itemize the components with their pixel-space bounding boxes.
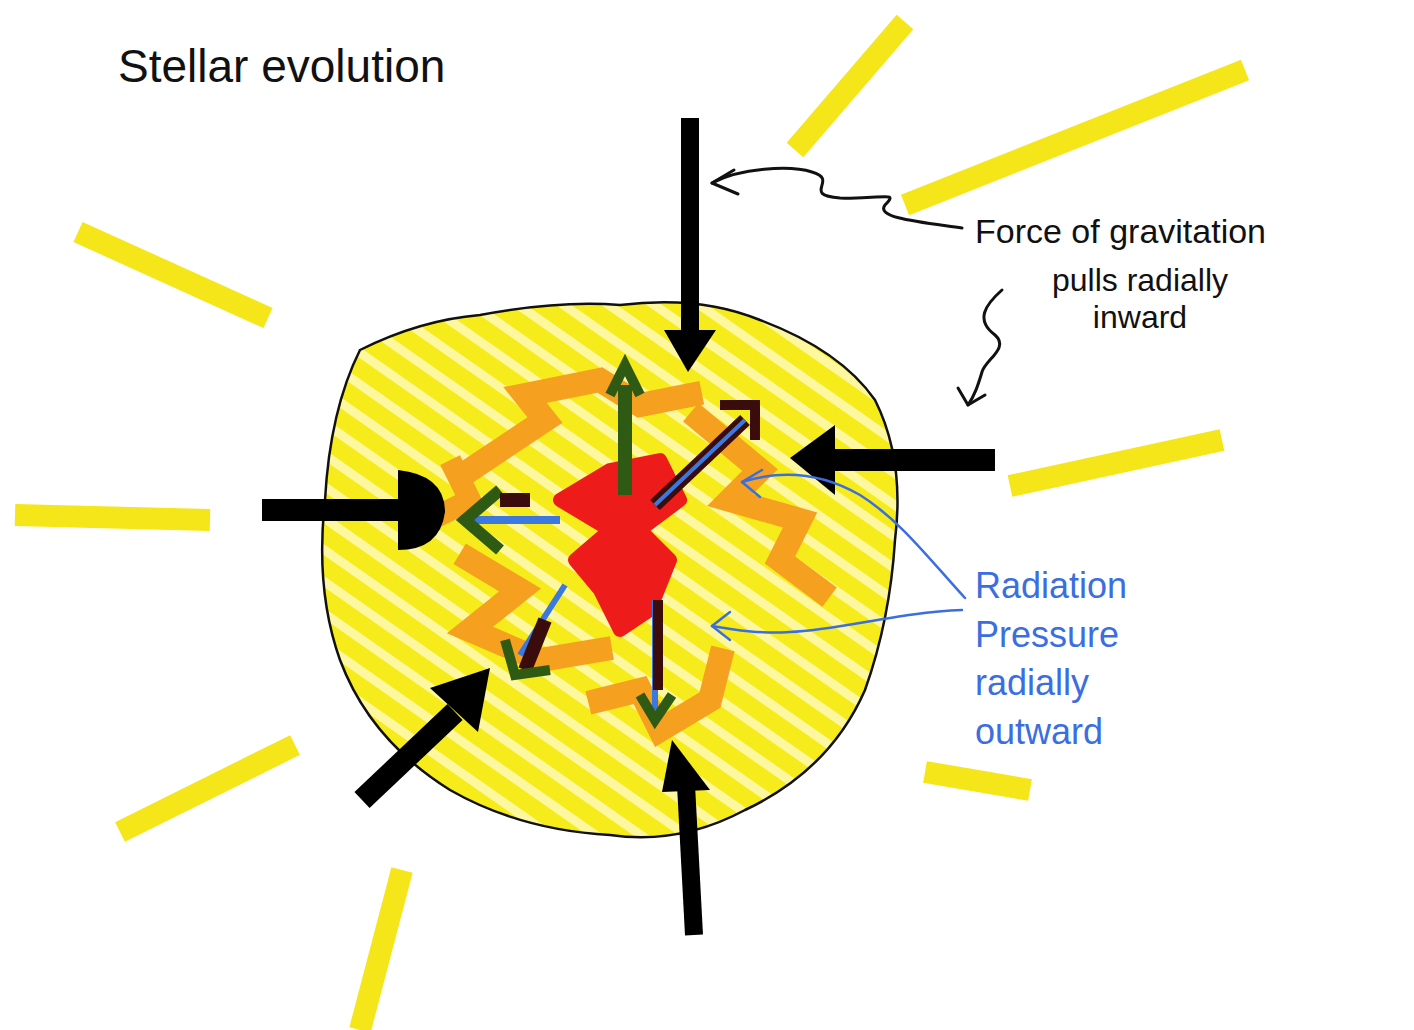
glow-streak bbox=[925, 772, 1030, 790]
outward-arrow bbox=[652, 600, 658, 710]
outward-arrow bbox=[500, 493, 530, 507]
outward-arrow bbox=[640, 695, 672, 720]
leader-line bbox=[958, 388, 985, 405]
gravity-arrow bbox=[362, 712, 455, 800]
outward-arrow bbox=[653, 600, 663, 690]
outward-arrow bbox=[655, 420, 745, 505]
leader-line bbox=[712, 612, 730, 640]
glow-streak bbox=[120, 745, 295, 832]
leader-line bbox=[968, 290, 1002, 405]
title: Stellar evolution bbox=[118, 40, 445, 93]
outward-arrow bbox=[720, 405, 755, 440]
outward-arrow bbox=[618, 385, 632, 495]
annotation-label: pulls radially inward bbox=[1010, 262, 1270, 336]
gravity-arrow bbox=[662, 740, 710, 792]
glow-streak bbox=[15, 515, 210, 520]
outward-arrow bbox=[465, 490, 500, 550]
outward-arrow bbox=[525, 620, 545, 670]
glow-streak bbox=[1010, 440, 1222, 486]
glow-streak bbox=[78, 232, 268, 318]
gravity-arrow bbox=[681, 118, 699, 335]
gravity-arrow bbox=[398, 470, 445, 550]
gravity-arrow bbox=[262, 499, 405, 521]
gravity-arrow bbox=[430, 668, 490, 732]
leader-line bbox=[742, 475, 965, 598]
gravity-arrow bbox=[825, 449, 995, 471]
leader-line bbox=[712, 610, 962, 633]
glow-streak bbox=[905, 70, 1245, 205]
outward-arrow bbox=[610, 365, 640, 395]
gravity-arrow bbox=[790, 425, 835, 495]
outward-arrow bbox=[655, 420, 745, 505]
star-fill bbox=[322, 302, 897, 837]
annotation-label: Force of gravitation bbox=[975, 212, 1266, 251]
outward-arrow bbox=[505, 640, 550, 675]
outward-arrow bbox=[465, 516, 560, 524]
gravity-arrow bbox=[686, 785, 694, 935]
leader-line bbox=[742, 470, 762, 497]
gravity-arrow bbox=[664, 330, 716, 372]
star-outline bbox=[322, 302, 897, 837]
glow-streak bbox=[360, 870, 402, 1030]
leader-line bbox=[712, 170, 738, 194]
glow-streak bbox=[795, 22, 905, 150]
leader-line bbox=[712, 168, 962, 228]
annotation-label: Radiation Pressure radially outward bbox=[975, 562, 1190, 756]
